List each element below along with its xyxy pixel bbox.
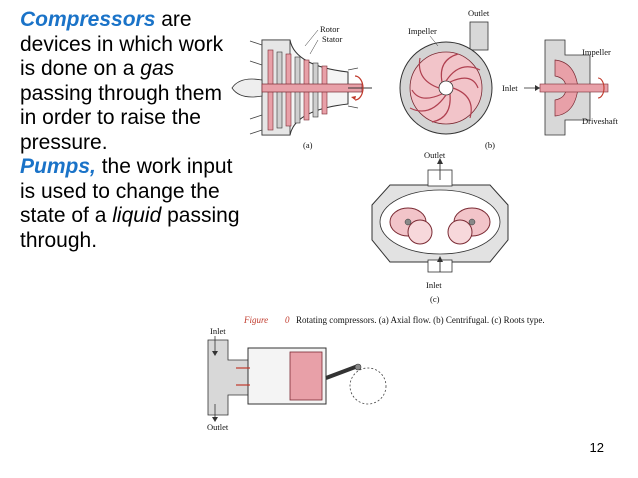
caption-figure-word: Figure [243, 315, 268, 325]
pumps-tail: passing through. [20, 204, 240, 252]
outlet-label-c: Outlet [424, 150, 446, 160]
figure-caption: Figure 0 Rotating compressors. (a) Axial… [243, 315, 545, 325]
compressors-tail: passing through them in order to raise t… [20, 81, 222, 154]
caption-figure-number: 0 [285, 315, 290, 325]
outlet-label-b: Outlet [468, 8, 490, 18]
outlet-label-piston: Outlet [207, 422, 229, 432]
centrifugal-compressor-diagram: Impeller Outlet (b) [399, 8, 495, 150]
pumps-text: the work input is used to change the sta… [20, 155, 233, 227]
driveshaft-label: Driveshaft [582, 116, 619, 126]
axial-compressor-diagram: Rotor Stator (a) [231, 24, 372, 150]
inlet-label-piston: Inlet [210, 326, 226, 336]
stator-label: Stator [322, 34, 342, 44]
roots-sub-label: (c) [430, 294, 440, 304]
description-text: Compressors are devices in which work is… [20, 8, 240, 253]
centrifugal-sub-label: (b) [485, 140, 495, 150]
axial-sub-label: (a) [303, 140, 313, 150]
inlet-label-side: Inlet [502, 83, 518, 93]
liquid-word: liquid [112, 204, 162, 227]
caption-text: Rotating compressors. (a) Axial flow. (b… [296, 315, 545, 325]
compressors-term: Compressors [20, 8, 156, 31]
compressors-text: are devices in which work is done on a [20, 8, 224, 80]
roots-compressor-diagram: Outlet Inlet (c) [371, 150, 509, 304]
piston-compressor-diagram: Inlet Outlet [207, 326, 387, 432]
inlet-label-c: Inlet [426, 280, 442, 290]
rotor-label: Rotor [320, 24, 340, 34]
impeller-label-b: Impeller [408, 26, 437, 36]
pumps-term: Pumps, [20, 155, 96, 178]
impeller-label-side: Impeller [582, 47, 611, 57]
centrifugal-side-view-diagram: Inlet Impeller Driveshaft [502, 39, 619, 136]
gas-word: gas [140, 57, 175, 80]
page-number: 12 [589, 440, 604, 455]
